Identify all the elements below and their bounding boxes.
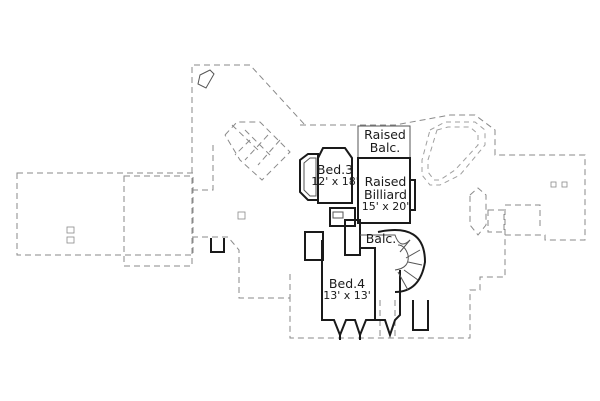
room-label-bed4: Bed.4 13' x 13' — [320, 277, 374, 302]
lower-level-outline-left — [16, 64, 306, 299]
room-dimensions: 12' x 18' — [311, 175, 359, 189]
room-label-balc: Balc. — [364, 232, 398, 245]
room-name-line2: Balc. — [369, 140, 401, 156]
room-dimensions: 13' x 13' — [323, 289, 371, 303]
room-name-line1: Raised — [364, 174, 407, 189]
room-label-bed3: Bed.3 12' x 18' — [310, 163, 360, 188]
room-name: Bed.3 — [316, 162, 354, 177]
main-walls — [210, 147, 429, 340]
fixture-top-left — [197, 69, 215, 89]
pergola-structure — [224, 121, 291, 181]
room-name: Balc. — [365, 231, 397, 246]
room-name-line1: Raised — [364, 127, 406, 142]
room-dimensions: 15' x 20' — [361, 200, 410, 214]
room-name: Bed.4 — [328, 276, 366, 291]
lower-level-outline-right — [289, 114, 586, 339]
room-name-line2: Billiard — [364, 187, 407, 203]
room-label-raised-balc: Raised Balc. — [361, 128, 409, 154]
room-label-raised-billiard: Raised Billiard 15' x 20' — [358, 175, 413, 213]
